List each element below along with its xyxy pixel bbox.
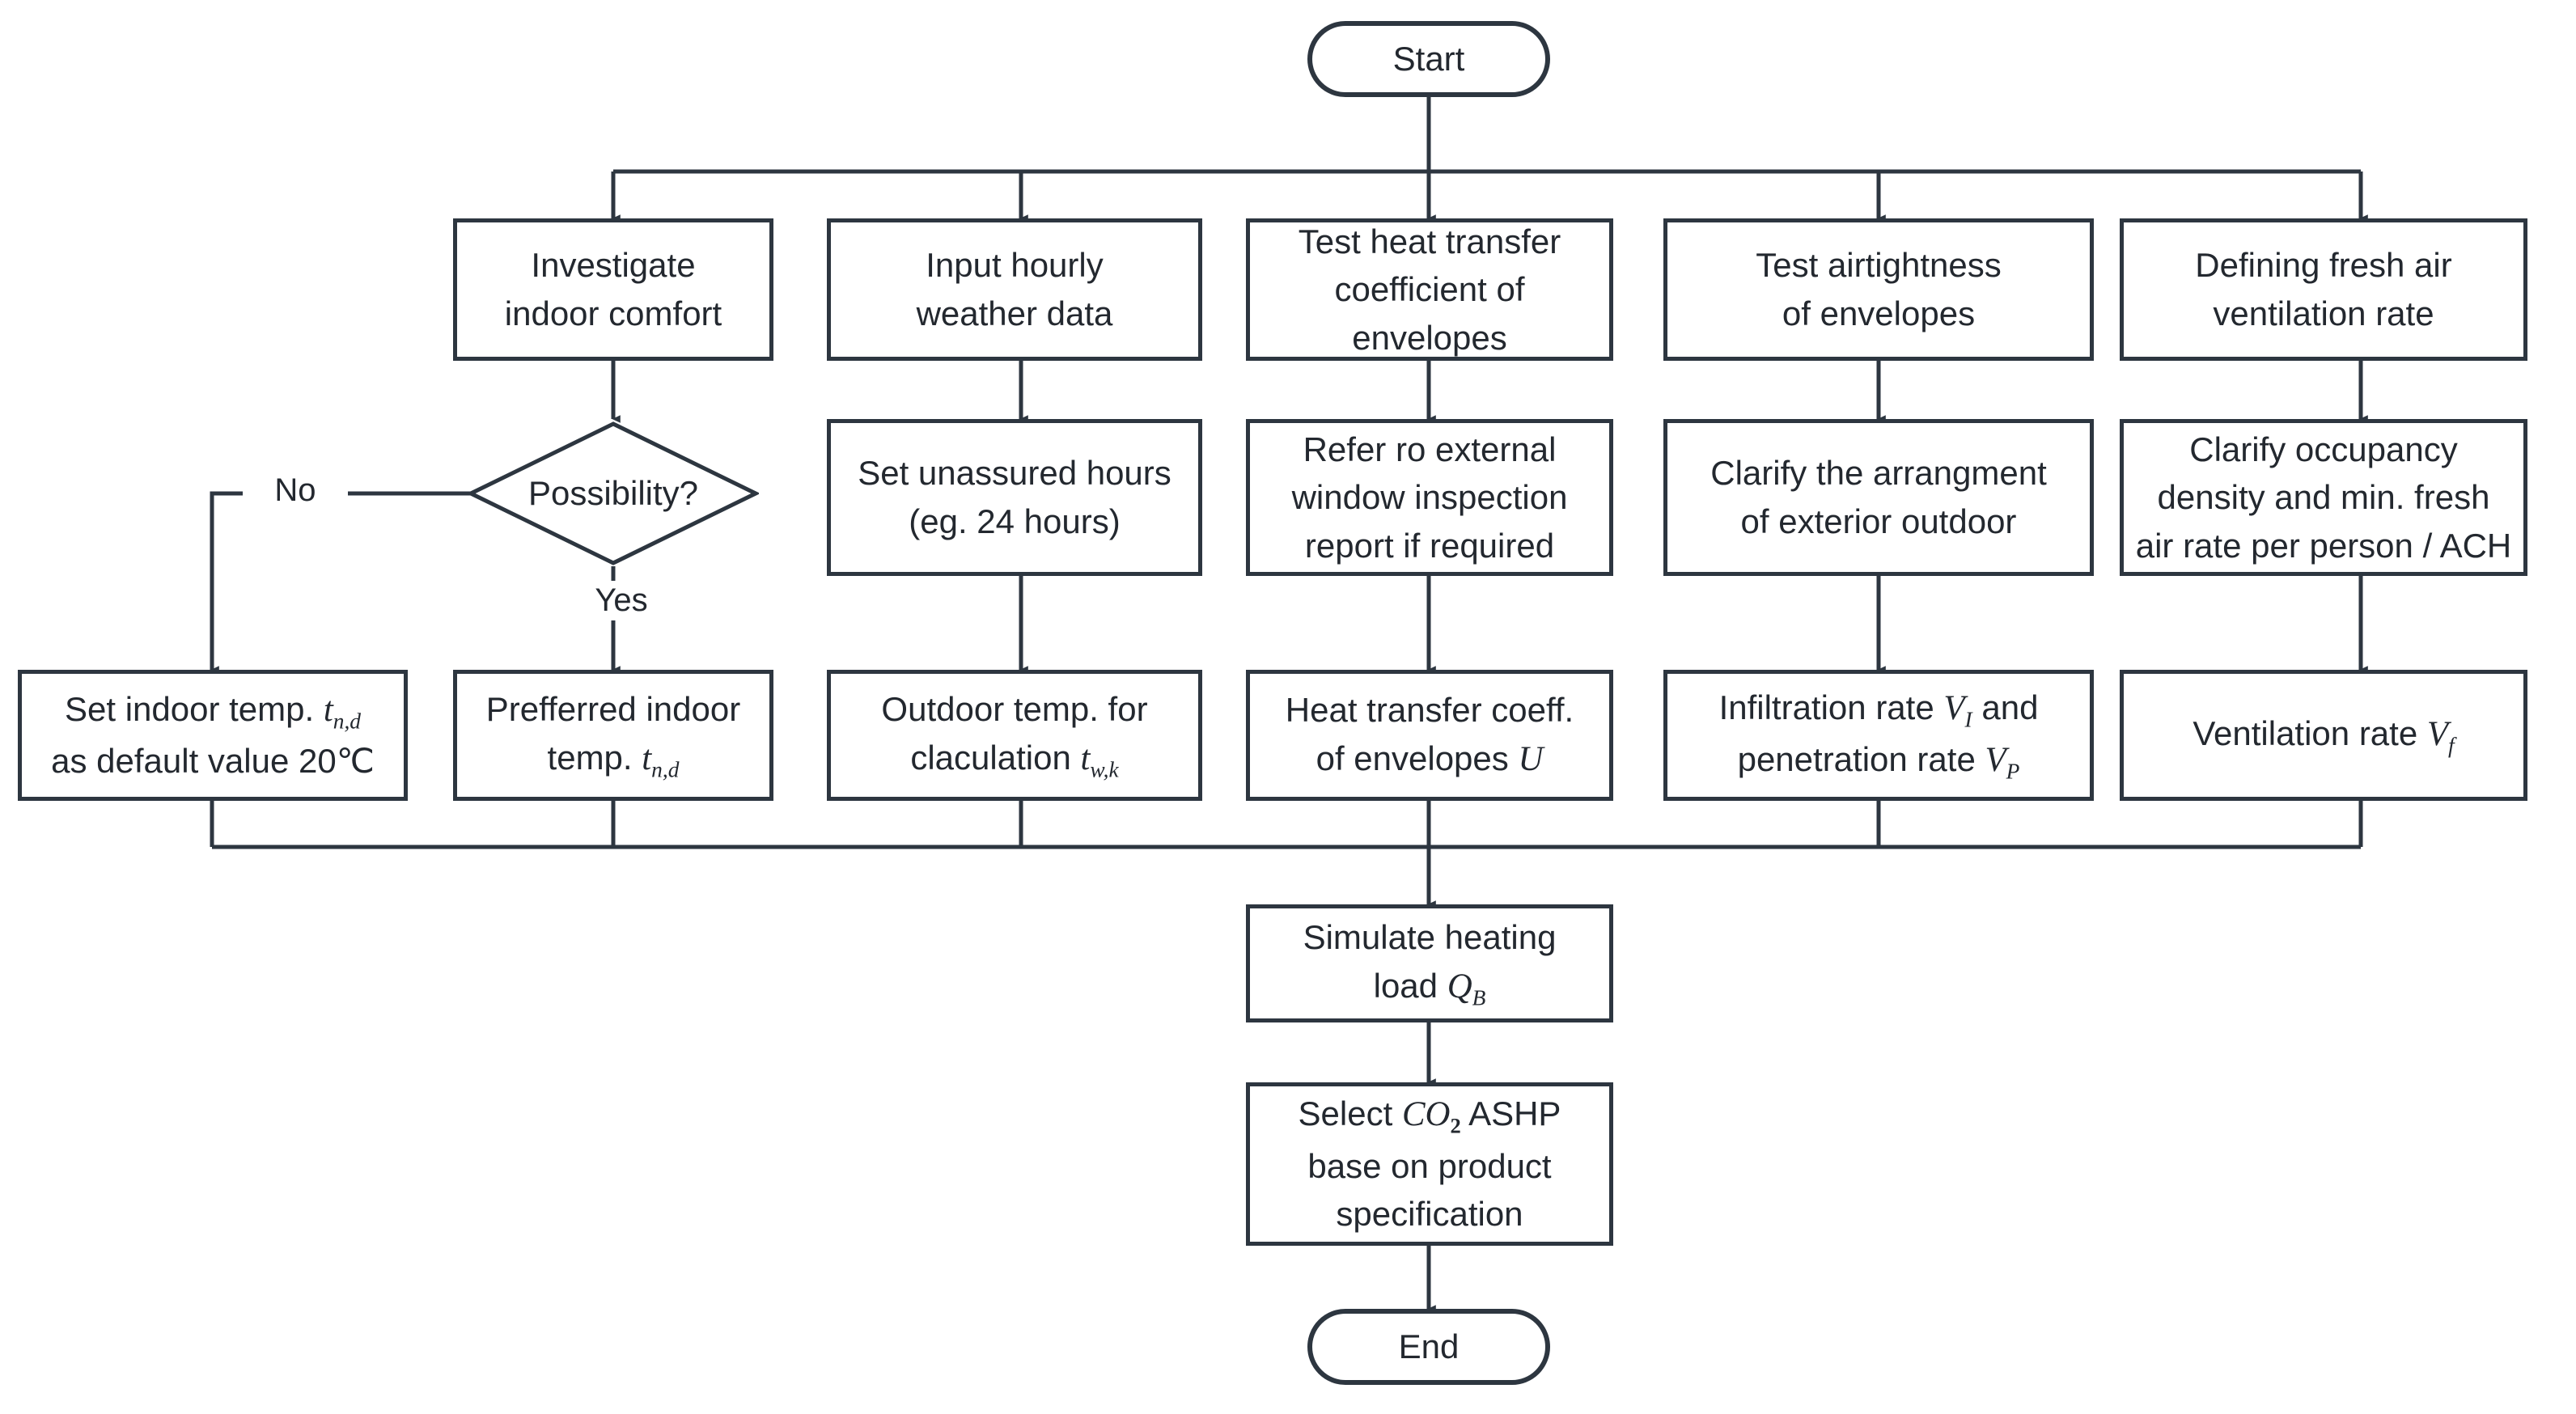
node-label: Ventilation rate Vf <box>2193 713 2455 758</box>
node-clarify-occupancy-density[interactable]: Clarify occupancy density and min. fresh… <box>2120 419 2527 576</box>
node-label: Clarify occupancy density and min. fresh… <box>2135 430 2512 565</box>
start-label: Start <box>1392 40 1465 78</box>
node-label: Investigate indoor comfort <box>504 246 722 332</box>
node-heat-transfer-coeff-of-envelopes[interactable]: Heat transfer coeff.of envelopes U <box>1246 670 1613 801</box>
diamond-shape <box>468 421 759 565</box>
node-label: Test heat transfer coefficient of envelo… <box>1298 222 1561 357</box>
end-label: End <box>1398 1327 1460 1366</box>
node-label: Refer ro external window inspection repo… <box>1291 430 1568 565</box>
node-investigate-indoor-comfort[interactable]: Investigate indoor comfort <box>453 218 773 361</box>
node-refer-external-window-inspection[interactable]: Refer ro external window inspection repo… <box>1246 419 1613 576</box>
node-ventilation-rate[interactable]: Ventilation rate Vf <box>2120 670 2527 801</box>
end-terminal[interactable]: End <box>1307 1309 1550 1385</box>
node-label: Clarify the arrangment of exterior outdo… <box>1710 454 2047 540</box>
node-label: Heat transfer coeff.of envelopes U <box>1285 691 1574 778</box>
node-test-heat-transfer-coefficient[interactable]: Test heat transfer coefficient of envelo… <box>1246 218 1613 361</box>
node-label: Set unassured hours (eg. 24 hours) <box>858 454 1171 540</box>
node-label: Input hourly weather data <box>916 246 1113 332</box>
start-terminal[interactable]: Start <box>1307 21 1550 97</box>
node-test-airtightness-of-envelopes[interactable]: Test airtightness of envelopes <box>1663 218 2094 361</box>
edge-label-yes: Yes <box>566 581 676 620</box>
node-input-hourly-weather-data[interactable]: Input hourly weather data <box>827 218 1202 361</box>
decision-label: Possibility? <box>527 474 699 512</box>
node-set-unassured-hours[interactable]: Set unassured hours (eg. 24 hours) <box>827 419 1202 576</box>
node-defining-fresh-air-ventilation-rate[interactable]: Defining fresh air ventilation rate <box>2120 218 2527 361</box>
node-label: Test airtightness of envelopes <box>1756 246 2002 332</box>
decision-possibility[interactable]: Possibility? <box>468 421 759 566</box>
edge-label-no: No <box>243 471 348 510</box>
node-label: Defining fresh air ventilation rate <box>2195 246 2452 332</box>
node-clarify-arrangement-exterior-outdoor[interactable]: Clarify the arrangment of exterior outdo… <box>1663 419 2094 576</box>
